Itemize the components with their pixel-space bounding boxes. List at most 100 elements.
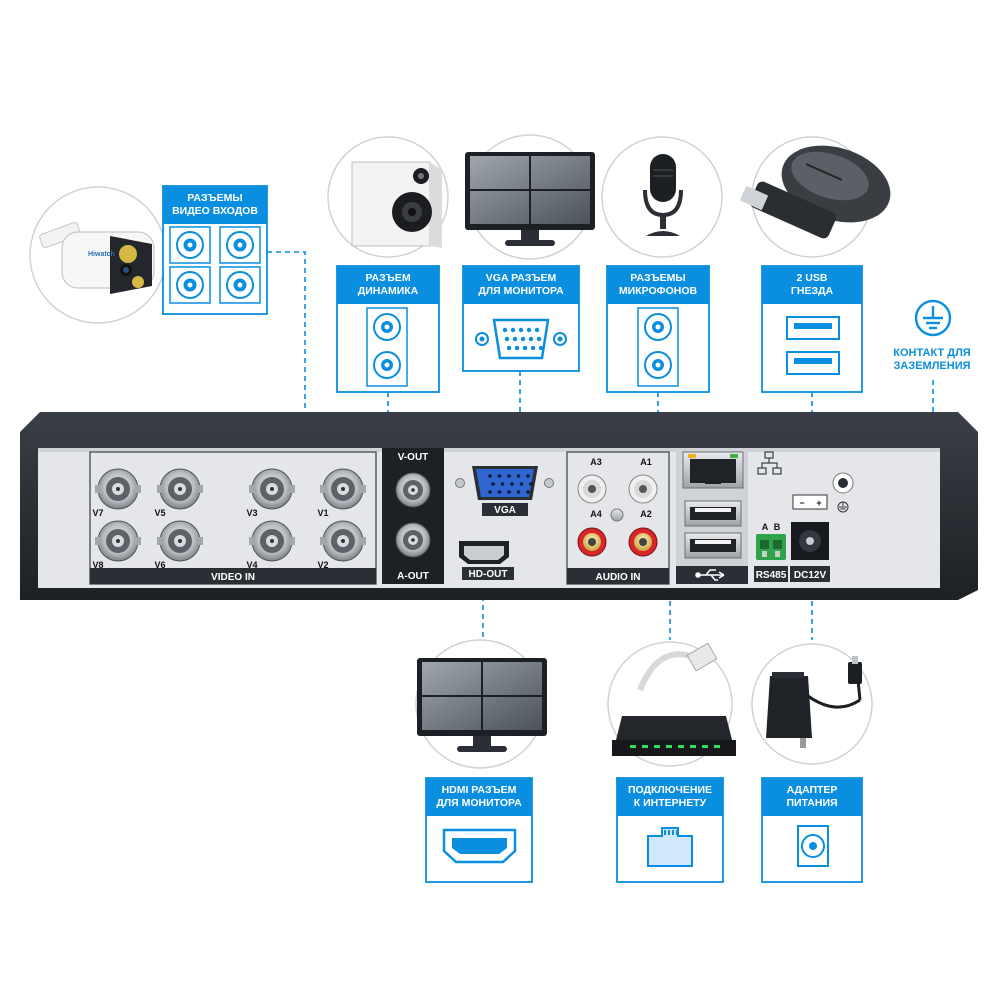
- rca-a4[interactable]: [577, 527, 607, 557]
- video-in-section: VIDEO IN: [89, 451, 377, 585]
- dc-jack-icon: [797, 825, 829, 867]
- bnc-outline-icon: [219, 266, 261, 304]
- audio-label-a3: A3: [590, 457, 602, 467]
- bnc-label-v3: V3: [246, 508, 257, 518]
- bnc-v7[interactable]: [95, 468, 141, 510]
- usb-port-1[interactable]: [684, 500, 742, 527]
- a-out-label: A-OUT: [397, 571, 429, 582]
- mouse-illustration: [739, 136, 891, 258]
- video-in-label: VIDEO IN: [211, 572, 255, 583]
- audio-label-a1: A1: [640, 457, 652, 467]
- av-out-section: V-OUT A-OUT: [382, 448, 444, 584]
- ethernet-port[interactable]: [682, 451, 744, 489]
- bnc-label-v4: V4: [246, 560, 257, 570]
- hdmi-port[interactable]: [459, 541, 509, 564]
- bnc-outline-icon: [219, 226, 261, 264]
- a-out-connector[interactable]: [395, 522, 431, 558]
- bnc-v4[interactable]: [249, 520, 295, 562]
- audio-in-label: AUDIO IN: [596, 572, 641, 583]
- ethernet-icon: [647, 827, 693, 867]
- dc12v-port[interactable]: [791, 522, 829, 560]
- router-illustration: [607, 641, 736, 767]
- speaker-jack-icon: [373, 313, 401, 379]
- rca-a2[interactable]: [628, 527, 658, 557]
- rs485-label: RS485: [756, 570, 787, 581]
- bnc-outline-icon: [169, 226, 211, 264]
- dc-plus-label: +: [816, 498, 821, 508]
- dc12v-label: DC12V: [794, 570, 827, 581]
- camera-illustration: Hiwatch: [29, 186, 167, 324]
- line-video-inputs: [267, 251, 306, 472]
- rca-a3[interactable]: [577, 474, 607, 504]
- lan-usb-section: [676, 448, 782, 584]
- bnc-v3[interactable]: [249, 468, 295, 510]
- bnc-label-v8: V8: [92, 560, 103, 570]
- rs485-a-label: A: [762, 522, 769, 532]
- bnc-v2[interactable]: [320, 520, 366, 562]
- vga-label: VGA: [494, 505, 516, 516]
- rs485-terminal[interactable]: [756, 534, 786, 560]
- bnc-outline-icon: [169, 266, 211, 304]
- ground-screw[interactable]: [832, 472, 854, 494]
- panel-screw: [610, 508, 624, 522]
- bnc-label-v7: V7: [92, 508, 103, 518]
- usb-symbol-icon: [695, 569, 725, 581]
- rca-a1[interactable]: [628, 474, 658, 504]
- ground-icon: [914, 299, 952, 337]
- bnc-v5[interactable]: [157, 468, 203, 510]
- dc-minus-label: −: [799, 498, 804, 508]
- bnc-label-v1: V1: [317, 508, 328, 518]
- vga-monitor-illustration: [465, 134, 595, 260]
- bnc-label-v5: V5: [154, 508, 165, 518]
- usb-port-icon: [786, 316, 840, 375]
- video-input-icons: [169, 226, 261, 304]
- hdmi-monitor-illustration: [415, 639, 547, 769]
- bnc-label-v6: V6: [154, 560, 165, 570]
- hdmi-port-icon: [442, 828, 517, 864]
- v-out-connector[interactable]: [395, 472, 431, 508]
- bnc-label-v2: V2: [317, 560, 328, 570]
- microphone-illustration: [601, 136, 723, 258]
- network-icon: [757, 451, 782, 475]
- ground-small-icon: [837, 501, 849, 513]
- audio-label-a2: A2: [640, 509, 652, 519]
- hd-out-label: HD-OUT: [469, 569, 508, 580]
- bnc-v1[interactable]: [320, 468, 366, 510]
- v-out-label: V-OUT: [398, 452, 429, 463]
- bnc-v8[interactable]: [95, 520, 141, 562]
- speaker-illustration: [327, 136, 449, 258]
- audio-in-section: AUDIO IN A3 A1 A4 A2: [566, 451, 670, 585]
- usb-port-2[interactable]: [684, 532, 742, 559]
- audio-label-a4: A4: [590, 509, 602, 519]
- vga-connector-icon: [475, 318, 567, 360]
- camera-brand: Hiwatch: [88, 251, 115, 258]
- vga-port[interactable]: [472, 466, 538, 500]
- power-section: A B RS485 − + DC12V: [754, 472, 854, 582]
- bnc-v6[interactable]: [157, 520, 203, 562]
- mic-jack-icon: [644, 313, 672, 379]
- vga-section: VGA: [455, 466, 554, 516]
- rs485-b-label: B: [774, 522, 781, 532]
- power-adapter-illustration: [751, 643, 873, 765]
- hdmi-section: HD-OUT: [459, 541, 514, 580]
